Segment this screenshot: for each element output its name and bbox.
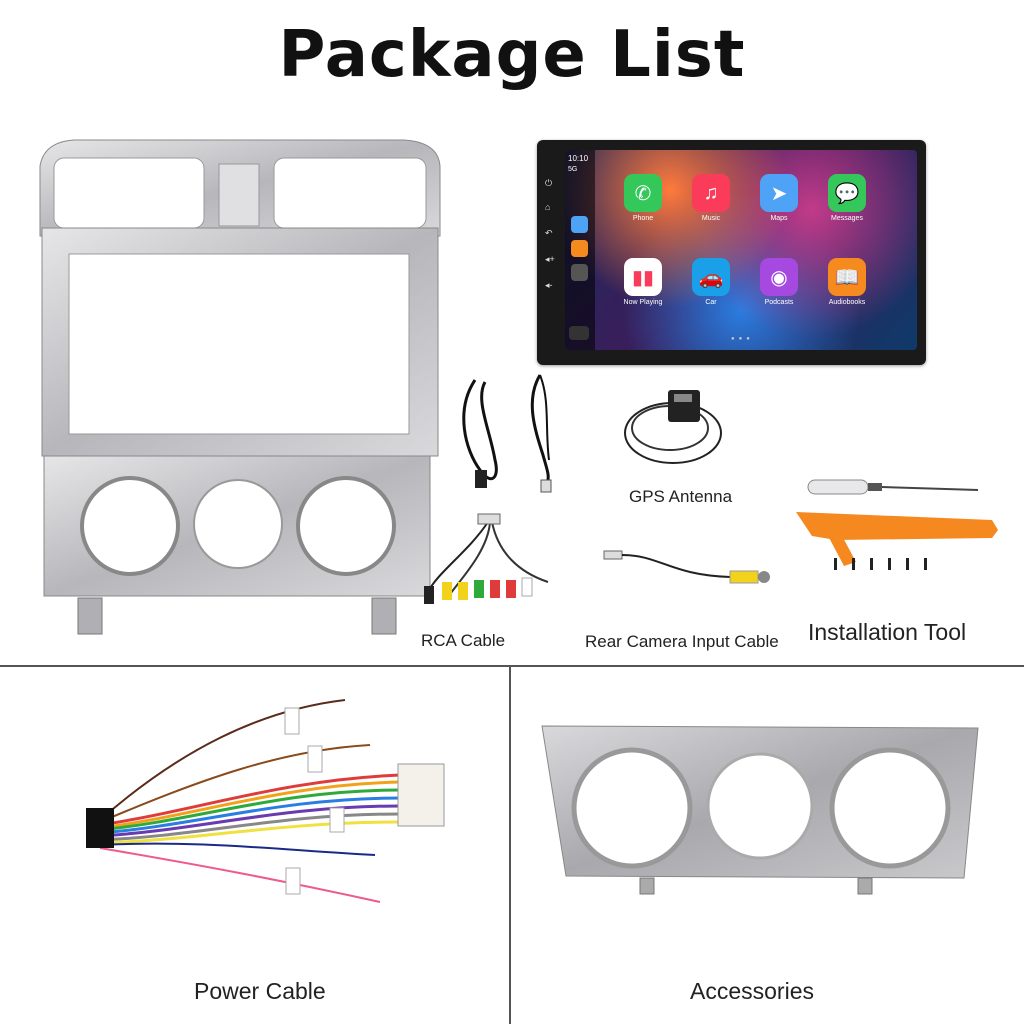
section-divider-vertical: [509, 666, 511, 1024]
app-audiobooks: 📖 Audiobooks: [827, 258, 867, 306]
now-playing-icon: ▮▮: [624, 258, 662, 296]
rca-cable-label: RCA Cable: [421, 631, 506, 650]
accessories-label: Accessories: [690, 978, 814, 1004]
signal-indicator: 5G: [568, 166, 578, 173]
volume-up-icon: ◂+: [545, 254, 555, 264]
volume-down-icon: ◂-: [545, 280, 553, 290]
rear-camera-cable-image: [603, 550, 770, 584]
app-now-playing: ▮▮ Now Playing: [623, 258, 663, 306]
carplay-sidebar: 10:10 5G: [565, 150, 595, 350]
phone-icon: ✆: [624, 174, 662, 212]
section-divider-horizontal: [0, 665, 1024, 667]
page-title: Package List: [278, 18, 746, 92]
rca-cable-image: [424, 513, 549, 604]
maps-icon: ➤: [760, 174, 798, 212]
home-icon: ⌂: [545, 202, 551, 212]
car-icon: 🚗: [692, 258, 730, 296]
installation-tool-image: [796, 479, 998, 570]
music-icon: ♫: [692, 174, 730, 212]
app-music: ♫ Music: [691, 174, 731, 222]
accessories-image: [541, 725, 979, 895]
gps-antenna-image: [624, 390, 722, 464]
messages-icon: 💬: [828, 174, 866, 212]
audiobooks-icon: 📖: [828, 258, 866, 296]
head-unit-screen: ⏻ ⌂ ↶ ◂+ ◂- 10:10 5G ✆ Phone ♫ Music ➤ M…: [537, 140, 926, 365]
app-maps: ➤ Maps: [759, 174, 799, 222]
back-icon: ↶: [545, 228, 553, 238]
side-maps-icon: [571, 216, 588, 233]
dash-frame-image: [39, 139, 441, 635]
installation-tool-label: Installation Tool: [808, 619, 967, 645]
app-podcasts: ◉ Podcasts: [759, 258, 799, 306]
page-dots: ●●●: [731, 336, 754, 342]
power-cable-image: [86, 699, 445, 903]
usb-cable-image: [462, 374, 552, 493]
app-messages: 💬 Messages: [827, 174, 867, 222]
gps-antenna-label: GPS Antenna: [629, 487, 733, 506]
carplay-screen: 10:10 5G ✆ Phone ♫ Music ➤ Maps 💬 Messag…: [565, 150, 917, 350]
clock: 10:10: [568, 154, 589, 163]
side-audiobooks-icon: [571, 240, 588, 257]
podcasts-icon: ◉: [760, 258, 798, 296]
dashboard-icon: [569, 326, 589, 340]
power-cable-label: Power Cable: [194, 978, 326, 1004]
app-car: 🚗 Car: [691, 258, 731, 306]
power-icon: ⏻: [545, 178, 553, 188]
side-settings-icon: [571, 264, 588, 281]
app-phone: ✆ Phone: [623, 174, 663, 222]
rear-camera-cable-label: Rear Camera Input Cable: [585, 632, 779, 651]
